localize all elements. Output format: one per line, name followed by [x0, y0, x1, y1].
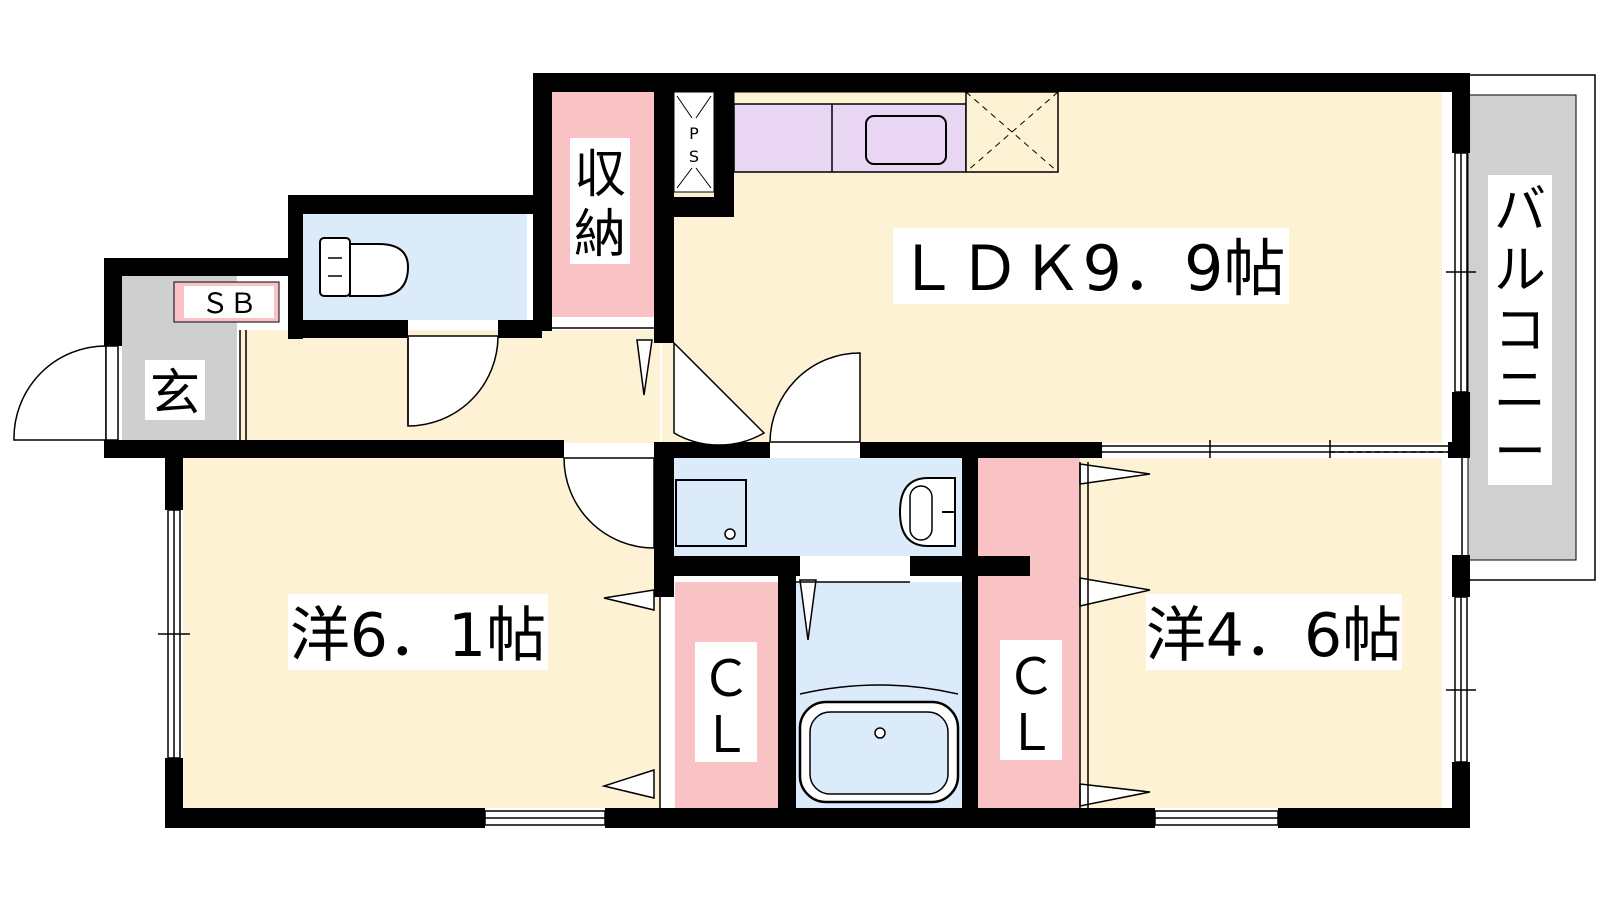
balcony-label-5: ー	[1494, 423, 1546, 483]
closet-left-label-1: Ｃ	[701, 650, 751, 708]
pipe-space-label-2: S	[689, 147, 699, 166]
wash-basin-icon	[898, 477, 956, 547]
sliding-door	[1102, 440, 1448, 458]
closet-right-label-2: Ｌ	[1006, 704, 1056, 762]
western-small-label: 洋4．6帖	[1146, 601, 1402, 671]
washing-machine-pan-icon	[675, 479, 747, 547]
shoe-box-label: ＳＢ	[201, 287, 257, 320]
balcony-label-1: バ	[1494, 181, 1546, 241]
pipe-space-label-1: P	[689, 124, 699, 143]
sink-icon	[865, 115, 947, 165]
bathtub-icon	[798, 684, 960, 804]
western-large-label: 洋6．1帖	[290, 601, 546, 671]
closet-right-label-1: Ｃ	[1006, 648, 1056, 706]
toilet-icon	[319, 237, 410, 297]
doors	[13, 327, 1151, 807]
entrance-label: 玄	[150, 364, 200, 422]
ldk-label: ＬＤＫ9．9帖	[897, 232, 1286, 305]
storage-label-2: 納	[574, 205, 626, 265]
storage-label-1: 収	[574, 145, 626, 205]
balcony-label-2: ル	[1494, 241, 1546, 301]
closet-left-label-2: Ｌ	[701, 706, 751, 764]
balcony-label-4: ニ	[1494, 361, 1546, 421]
walls	[104, 73, 1470, 828]
balcony-label-3: コ	[1494, 301, 1546, 361]
